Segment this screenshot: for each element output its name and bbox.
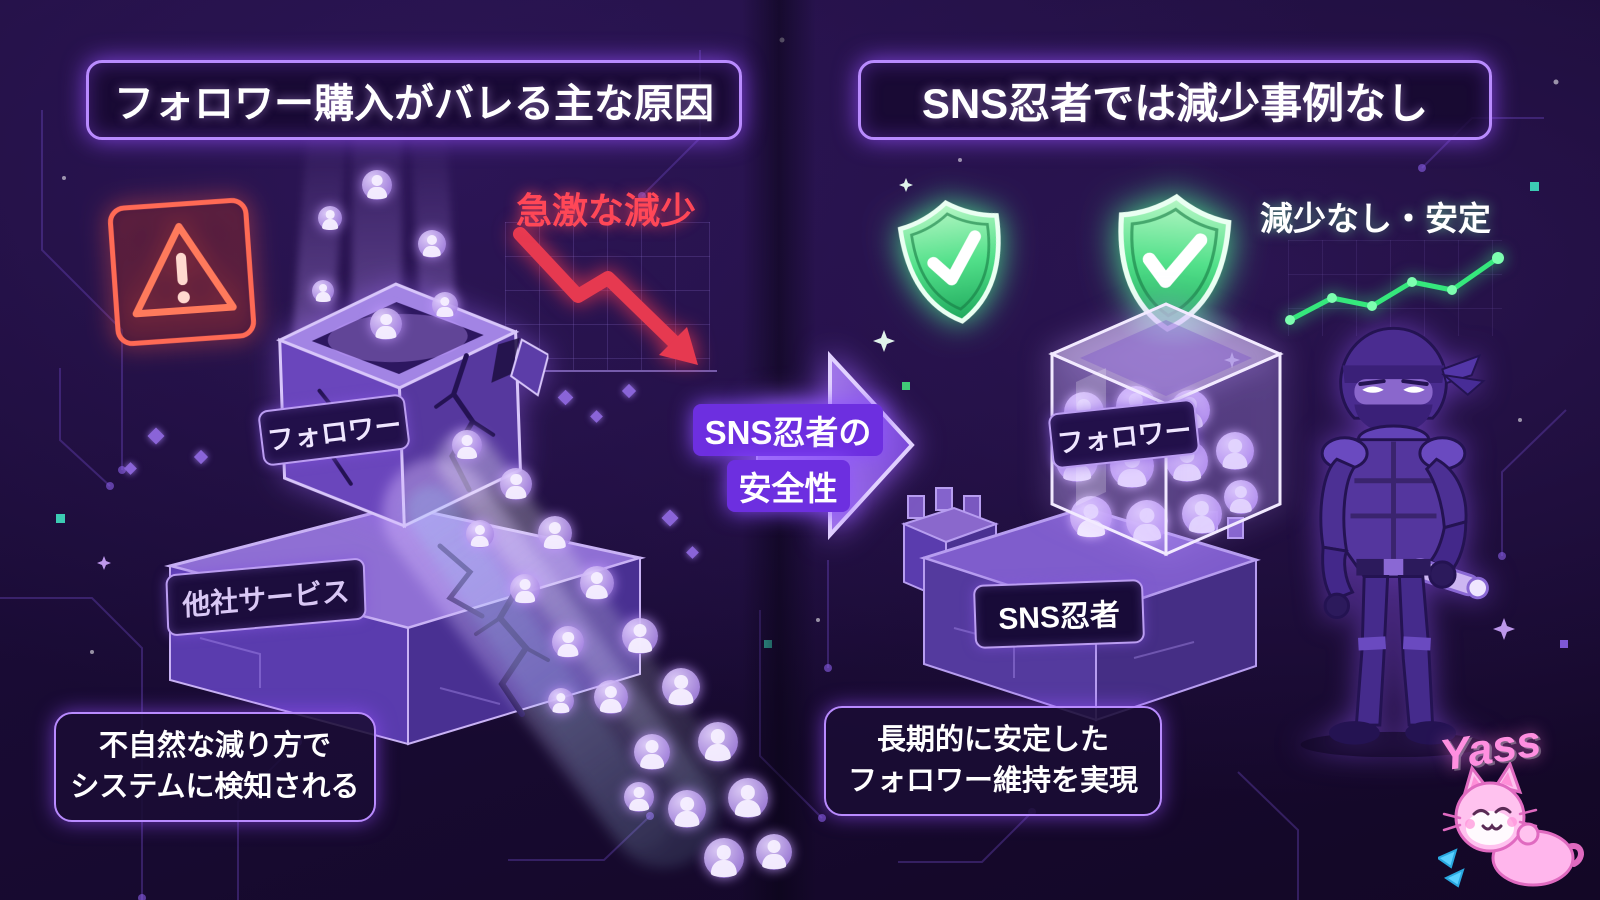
follower-avatar-icon (668, 790, 706, 828)
sns-ninja-label-text: SNS忍者 (997, 598, 1121, 637)
center-arrow-label: SNS忍者の 安全性 (686, 402, 890, 514)
follower-avatar-icon (624, 782, 654, 812)
follower-avatar-icon (538, 516, 572, 550)
retention-callout-line2: フォロワー維持を実現 (847, 765, 1138, 797)
follower-avatar-icon (370, 308, 402, 340)
follower-avatar-icon (1216, 432, 1254, 470)
detection-callout: 不自然な減り方で システムに検知される (54, 712, 376, 822)
follower-avatar-icon (1070, 496, 1112, 538)
growth-grid (1288, 240, 1502, 336)
retention-callout: 長期的に安定した フォロワー維持を実現 (824, 706, 1162, 816)
follower-avatar-icon (452, 430, 482, 460)
decline-axis (505, 370, 717, 372)
follower-avatar-icon (704, 838, 744, 878)
follower-avatar-icon (362, 170, 392, 200)
warning-icon (107, 197, 257, 347)
decline-label: 急激な減少 (516, 190, 697, 231)
detection-callout-line1: 不自然な減り方で (98, 730, 331, 763)
center-arrow-label-line2: 安全性 (726, 460, 850, 512)
follower-avatar-icon (552, 626, 584, 658)
left-title-banner: フォロワー購入がバレる主な原因 (86, 60, 742, 140)
follower-avatar-icon (1224, 480, 1258, 514)
follower-avatar-icon (622, 618, 658, 654)
cat-mascot (1438, 762, 1584, 888)
follower-avatar-icon (594, 680, 628, 714)
follower-avatar-icon (432, 292, 458, 318)
follower-avatar-icon (728, 778, 768, 818)
decline-arrow-icon (513, 227, 698, 365)
follower-avatar-icon (500, 468, 532, 500)
follower-avatar-icon (466, 520, 494, 548)
follower-avatar-icon (510, 574, 540, 604)
shield-check-icon (897, 199, 1001, 324)
competitor-pedestal-label-text: 他社サービス (181, 575, 351, 622)
right-title: SNS忍者では減少事例なし (921, 79, 1429, 127)
follower-avatar-icon (634, 734, 670, 770)
right-title-banner: SNS忍者では減少事例なし (858, 60, 1492, 140)
follower-avatar-icon (580, 566, 614, 600)
follower-avatar-icon (318, 206, 342, 230)
follower-avatar-icon (698, 722, 738, 762)
center-arrow-label-line1: SNS忍者の (692, 404, 884, 456)
detection-callout-line2: システムに検知される (70, 771, 360, 803)
follower-avatar-icon (756, 834, 792, 870)
sns-ninja-label: SNS忍者 (972, 579, 1146, 649)
follower-box-label-text: フォロワー (265, 409, 404, 456)
left-title: フォロワー購入がバレる主な原因 (114, 82, 714, 126)
follower-avatar-icon (1182, 494, 1222, 534)
follower-avatar-icon (548, 688, 574, 714)
ninja-character (1300, 326, 1489, 757)
follower-avatar-icon (662, 668, 700, 706)
stability-label: 減少なし・安定 (1260, 200, 1491, 237)
sns-ninja-fortress (901, 487, 1261, 722)
retention-callout-line1: 長期的に安定した (876, 724, 1109, 757)
follower-avatar-icon (312, 280, 334, 302)
follower-avatar-icon (418, 230, 446, 258)
follower-avatar-icon (1126, 500, 1168, 542)
glass-box-label-text: フォロワー (1055, 414, 1193, 459)
growth-line-chart (1285, 252, 1504, 325)
